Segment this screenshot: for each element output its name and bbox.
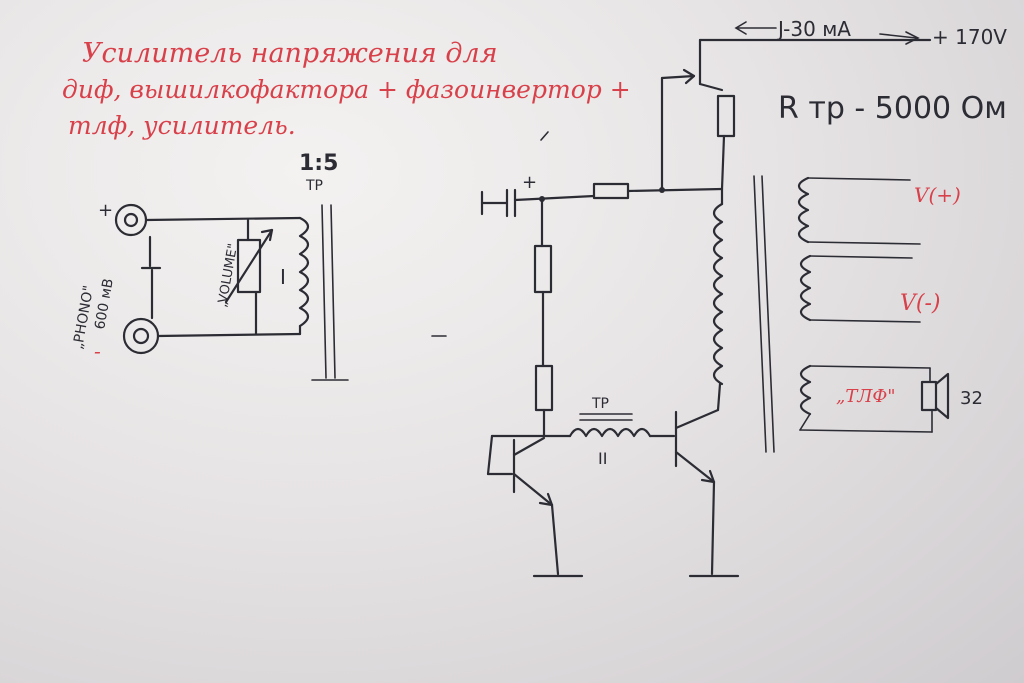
current-arrow-right — [879, 33, 917, 39]
current-arrow-head-right — [905, 31, 920, 45]
winding-1-label: I — [280, 265, 286, 289]
output-primary-winding — [712, 202, 724, 386]
r-tr-label: R тр - 5000 Ом — [778, 91, 1007, 126]
ratio-label: 1:5 — [299, 151, 338, 176]
phono-jack-plus-center — [123, 212, 139, 228]
q1-collector — [512, 436, 546, 457]
v-plus-lead-top — [807, 177, 911, 181]
minus-sign: - — [94, 339, 101, 363]
phono-level-label: 600 мВ — [92, 277, 117, 330]
tick-mark — [540, 131, 549, 141]
junction-dot-2 — [659, 187, 665, 193]
speaker-ohm-label: 32 — [960, 388, 983, 409]
output-section: V(+) V(-) „ТЛФ" 32 — [753, 175, 983, 453]
to-feedback-wire — [626, 187, 724, 193]
v-plus-label: V(+) — [914, 183, 961, 207]
tlf-winding — [799, 364, 812, 416]
v-minus-label: V(-) — [900, 291, 941, 316]
q1-ground-wire — [550, 503, 560, 576]
tlf-lead-bottom — [799, 429, 933, 433]
v-plus-winding — [797, 176, 810, 244]
q2-ground-wire — [710, 480, 716, 576]
output-core-1 — [753, 175, 767, 453]
q2-to-output — [716, 382, 722, 412]
divider-resistor-2 — [534, 364, 554, 412]
wire-bottom — [156, 332, 302, 338]
supply-label: + 170V — [932, 25, 1007, 49]
pot-wiper-arrow — [224, 228, 274, 304]
title-line-1: Усилитель напряжения для — [82, 38, 498, 69]
v-minus-lead-top — [809, 255, 913, 259]
q1-emitter — [512, 472, 554, 507]
title-line-3: тлф, усилитель. — [68, 111, 296, 140]
title-block: Усилитель напряжения для диф, вышилкофак… — [62, 38, 631, 140]
v-plus-lead-bottom — [807, 241, 921, 245]
tlf-lead-down — [799, 413, 811, 431]
v-minus-winding — [799, 254, 812, 322]
current-arrow-head-left — [734, 21, 747, 35]
current-label: J-30 мА — [776, 17, 851, 41]
plus-sign: + — [98, 200, 113, 221]
tr-interstage-winding — [568, 427, 652, 438]
series-resistor — [592, 182, 630, 200]
anode-resistor-down — [720, 134, 726, 191]
speaker-cone-icon — [934, 372, 950, 420]
divider-resistor-1 — [533, 244, 553, 294]
tr-core-2 — [330, 204, 336, 379]
title-line-2: диф, вышилкофактора + фазоинвертор + — [62, 75, 631, 104]
phono-jack-plus — [114, 203, 148, 237]
tr-interstage-label: ТР — [591, 396, 609, 412]
tlf-label: „ТЛФ" — [836, 386, 896, 407]
pot-arrow-head — [260, 228, 274, 242]
tr-core-1 — [321, 204, 327, 379]
feedback-arrow — [682, 68, 696, 85]
tr-input-label: ТР — [305, 178, 323, 194]
v-minus-lead-bottom — [809, 319, 921, 323]
speaker-icon — [920, 380, 938, 412]
amplifier-stage: + ТР II — [480, 17, 1007, 578]
wire-top — [144, 216, 302, 222]
phono-jack-minus — [122, 317, 160, 355]
q1-loop-left — [486, 434, 494, 476]
anode-resistor — [716, 94, 736, 138]
output-core-2 — [761, 175, 775, 453]
feedback-top — [660, 74, 696, 80]
bias-node-wire — [513, 194, 596, 202]
tr-input-winding — [298, 216, 310, 328]
input-section: + 1:5 ТР I „PHONO" 600 мВ - „VOLUME" — [70, 151, 349, 381]
phono-jack-minus-center — [132, 327, 150, 345]
q2-collector — [674, 408, 720, 430]
cap-plus-label: + — [522, 172, 537, 193]
q2-emitter — [674, 450, 716, 484]
tlf-lead-top — [809, 365, 931, 369]
volume-pot — [236, 238, 262, 294]
winding-2-label: II — [598, 449, 607, 468]
anode-resistor-lead — [698, 82, 724, 92]
